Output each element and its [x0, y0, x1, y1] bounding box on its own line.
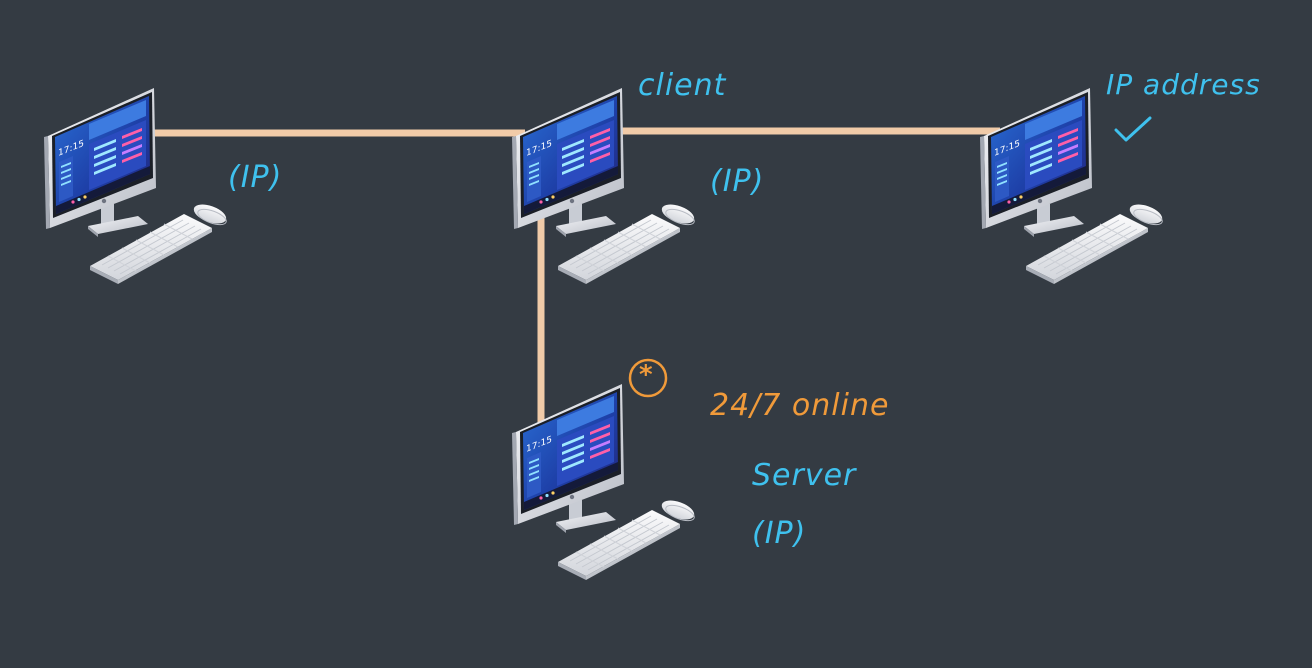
ip-address-label: IP address [1106, 68, 1261, 101]
ip-label-left: (IP) [228, 160, 283, 195]
online-label: 24/7 online [710, 388, 890, 423]
circled-asterisk-icon [628, 358, 668, 398]
ip-label-client: (IP) [710, 164, 765, 199]
client-label: client [638, 68, 727, 103]
checkmark-icon [1114, 116, 1152, 142]
server-label: Server [752, 458, 857, 493]
computer-right [979, 87, 1166, 285]
network-links [150, 127, 1000, 430]
asterisk-mark: * [639, 360, 654, 390]
computer-left [43, 87, 230, 285]
ip-label-server: (IP) [752, 516, 807, 551]
